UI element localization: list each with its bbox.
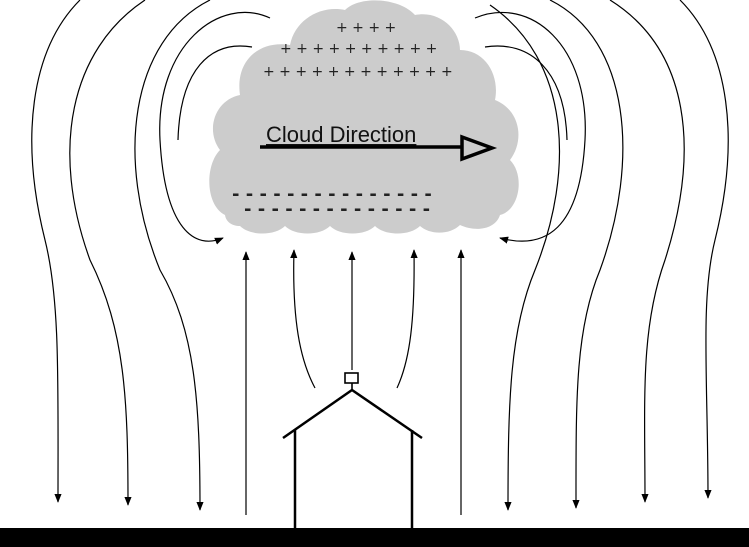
cloud-direction-arrow: [260, 134, 498, 162]
charge-row-minus-1: - - - - - - - - - - - - - - -: [232, 184, 432, 205]
field-lines-left-outer: [31, 0, 211, 511]
lightning-rod: [344, 372, 359, 384]
thundercloud: [209, 0, 519, 234]
ground: [0, 528, 749, 547]
positive-charges: + + + + + + + + + + + + + + + + + + + + …: [263, 20, 453, 80]
field-lines-left-loops: [159, 11, 271, 245]
charge-row-plus-3: + + + + + + + + + + + +: [263, 64, 453, 80]
charge-row-minus-2: - - - - - - - - - - - - - -: [244, 199, 430, 220]
charge-row-plus-1: + + + +: [336, 20, 396, 36]
charge-row-plus-2: + + + + + + + + + +: [280, 41, 437, 57]
field-lines-right-outer: [489, 0, 729, 511]
negative-charges: - - - - - - - - - - - - - - - - - - - - …: [232, 184, 432, 220]
house: [282, 372, 423, 530]
field-lines-upward: [242, 249, 465, 515]
cloud-direction-label: Cloud Direction: [266, 122, 416, 147]
